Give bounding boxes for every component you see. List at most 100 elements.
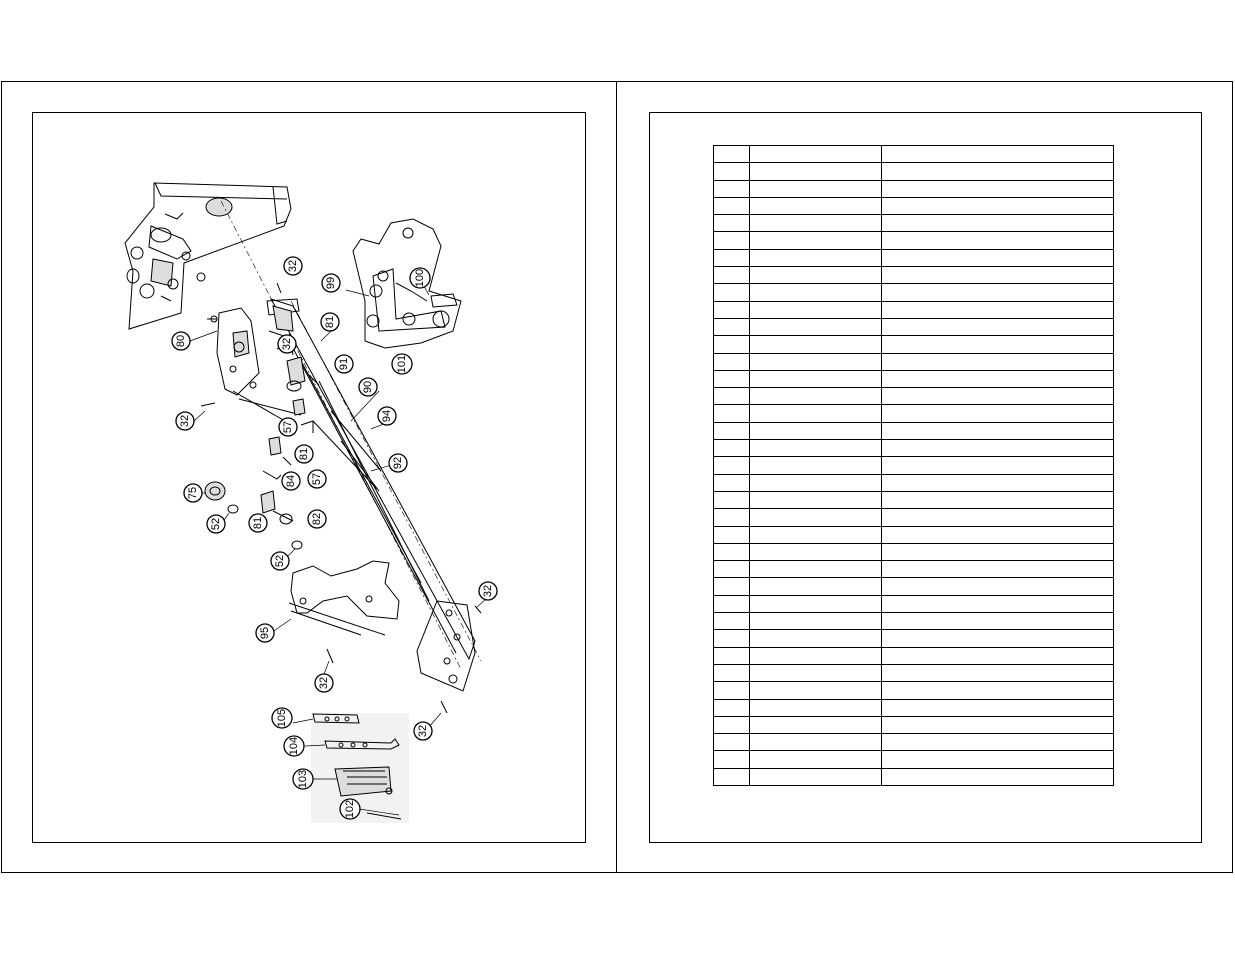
table-cell [881, 231, 1114, 250]
callout-circle [248, 513, 268, 533]
callout-number: 57 [282, 421, 294, 433]
table-cell [881, 317, 1114, 337]
callout-circle [171, 331, 191, 351]
callout-52: 52 [206, 514, 226, 534]
callout-80: 80 [171, 331, 191, 351]
table-cell [749, 629, 882, 648]
table-cell [713, 663, 750, 683]
table-row [713, 733, 1114, 752]
table-cell [881, 473, 1114, 492]
callout-circle [277, 334, 297, 354]
page-divider [616, 81, 617, 873]
callout-number: 90 [362, 381, 374, 393]
gear-part-75 [204, 481, 239, 514]
table-cell [749, 646, 882, 665]
column-header-part [749, 144, 882, 164]
callout-32: 32 [283, 256, 303, 276]
callout-103: 103 [292, 768, 314, 790]
table-cell [749, 560, 882, 579]
table-cell [713, 387, 750, 406]
callout-circle [320, 312, 340, 332]
callout-32: 32 [277, 334, 297, 354]
callout-circle [334, 354, 354, 374]
table-cell [713, 404, 750, 423]
table-cell [881, 352, 1114, 371]
table-cell [881, 387, 1114, 406]
table-row [713, 421, 1114, 441]
callout-circle [339, 798, 361, 820]
page-frame [1, 81, 1233, 873]
table-cell [749, 196, 882, 216]
table-cell [881, 612, 1114, 631]
table-cell [881, 698, 1114, 717]
table-cell [881, 629, 1114, 648]
callout-number: 81 [324, 316, 336, 328]
table-row [713, 283, 1114, 302]
table-cell [749, 612, 882, 631]
table-row [713, 750, 1114, 769]
table-cell [881, 421, 1114, 441]
callout-90: 90 [358, 377, 378, 397]
table-cell [881, 335, 1114, 354]
callout-circle [314, 673, 334, 693]
table-cell [881, 733, 1114, 752]
table-cell [881, 266, 1114, 285]
table-cell [749, 387, 882, 406]
table-cell [749, 577, 882, 596]
table-row [713, 231, 1114, 250]
table-cell [713, 179, 750, 198]
callout-92: 92 [388, 453, 408, 473]
parts-table-body [713, 162, 1114, 786]
callout-circle [409, 267, 431, 289]
callout-number: 32 [318, 677, 330, 689]
table-cell [713, 162, 750, 181]
table-cell [713, 439, 750, 458]
table-cell [713, 629, 750, 648]
table-row [713, 456, 1114, 475]
roller-bracket-part [345, 218, 462, 349]
callout-circle [255, 623, 275, 643]
bushing-parts [260, 342, 320, 550]
table-cell [749, 542, 882, 562]
table-cell [749, 300, 882, 319]
callout-number: 32 [179, 415, 191, 427]
callout-84: 84 [281, 471, 301, 491]
callout-circle [358, 377, 378, 397]
table-row [713, 439, 1114, 458]
table-cell [713, 231, 750, 250]
table-cell [881, 179, 1114, 198]
table-cell [749, 352, 882, 371]
table-row [713, 525, 1114, 544]
table-cell [881, 577, 1114, 596]
table-cell [749, 473, 882, 492]
parts-list-panel [649, 112, 1202, 843]
table-cell [713, 490, 750, 510]
table-cell [749, 456, 882, 475]
callout-circle [391, 353, 413, 375]
table-row [713, 663, 1114, 683]
callout-circle [283, 256, 303, 276]
table-row [713, 612, 1114, 631]
callout-circle [292, 768, 314, 790]
callout-number: 102 [344, 800, 356, 818]
table-cell [749, 266, 882, 285]
table-cell [749, 715, 882, 735]
table-cell [749, 508, 882, 527]
table-row [713, 646, 1114, 665]
table-cell [713, 352, 750, 371]
table-row [713, 490, 1114, 510]
table-cell [881, 715, 1114, 735]
callout-number: 99 [325, 277, 337, 289]
table-cell [713, 248, 750, 268]
callout-81: 81 [294, 444, 314, 464]
callout-number: 81 [298, 448, 310, 460]
table-cell [749, 248, 882, 268]
callout-number: 91 [338, 358, 350, 370]
callout-circle [321, 273, 341, 293]
table-row [713, 577, 1114, 596]
callout-circle [270, 551, 290, 571]
callout-circle [183, 483, 203, 503]
callout-circle [478, 581, 498, 601]
exploded-diagram: 3299100818032911019032579481928457755281… [124, 182, 498, 823]
